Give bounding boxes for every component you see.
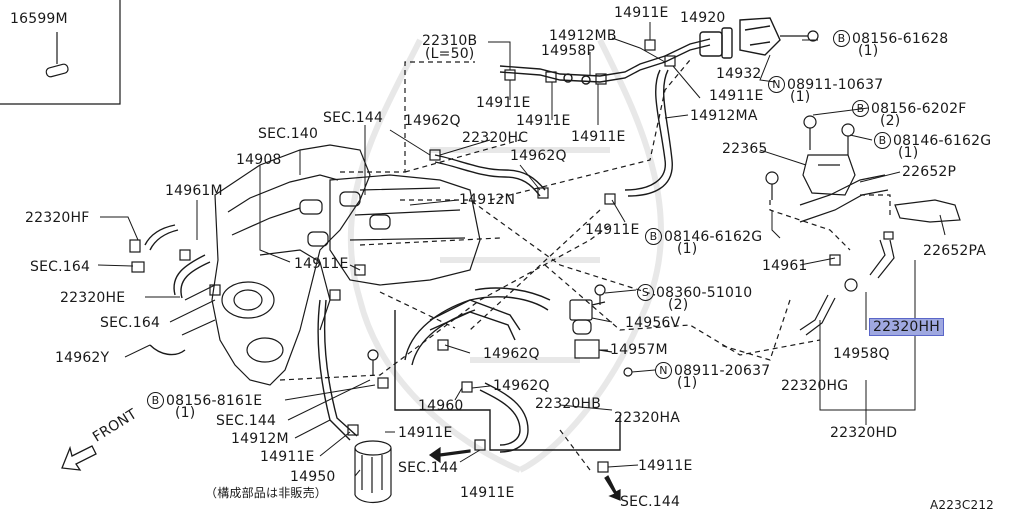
label-14908: 14908 [236, 152, 282, 168]
right-components [765, 115, 961, 336]
label-14920: 14920 [680, 10, 726, 26]
label-sec144: SEC.144 [323, 110, 384, 126]
label-qty: (1) [790, 89, 811, 105]
label-14911E: 14911E [260, 449, 315, 465]
label-14911E: 14911E [638, 458, 693, 474]
label-22320HA: 22320HA [614, 410, 681, 426]
label-14911E: 14911E [585, 222, 640, 238]
leader-lines [97, 22, 946, 477]
label-14960: 14960 [418, 398, 464, 414]
label-14961M: 14961M [165, 183, 223, 199]
label-22652P: 22652P [902, 164, 957, 180]
dashed-leaders [279, 59, 891, 471]
label-14958P: 14958P [541, 43, 596, 59]
label-22310B: 22310B [422, 33, 478, 49]
label-14911E: 14911E [614, 5, 669, 21]
label-22320HD: 22320HD [830, 425, 898, 441]
label-sec164: SEC.164 [100, 315, 161, 331]
label-14950: 14950 [290, 469, 336, 485]
label-22320HE: 22320HE [60, 290, 126, 306]
part-16599M [45, 63, 69, 78]
label-sec144: SEC.144 [398, 460, 459, 476]
label-sec164: SEC.164 [30, 259, 91, 275]
label-14956V: 14956V [625, 315, 681, 331]
hose-22320HC [434, 154, 546, 197]
sec144-arrows [428, 446, 621, 501]
b-mark: B [147, 392, 164, 409]
label-14911E: 14911E [709, 88, 764, 104]
b-mark: B [833, 30, 850, 47]
label-14961: 14961 [762, 258, 808, 274]
label-14962Q: 14962Q [493, 378, 550, 394]
label-14911E: 14911E [294, 256, 349, 272]
b-mark: B [645, 228, 662, 245]
label-14962Y: 14962Y [55, 350, 110, 366]
label-22320HB: 22320HB [535, 396, 602, 412]
watermark [347, 38, 664, 473]
label-22652PA: 22652PA [923, 243, 987, 259]
bolts [367, 30, 819, 377]
label-14911E: 14911E [476, 95, 531, 111]
label-qty: (1) [858, 43, 879, 59]
label-qty: (1) [175, 405, 196, 421]
label-qty: (2) [880, 113, 901, 129]
s-mark: S [637, 284, 654, 301]
label-22365: 22365 [722, 141, 768, 157]
label-qty: (1) [677, 375, 698, 391]
canister-14950 [354, 440, 392, 504]
label-qty: (2) [668, 297, 689, 313]
label-14911E: 14911E [571, 129, 626, 145]
label-22320HC: 22320HC [462, 130, 529, 146]
engine-outline [181, 144, 481, 386]
label-14912N: 14912N [459, 192, 516, 208]
label-14962Q: 14962Q [510, 148, 567, 164]
label-22320HF: 22320HF [25, 210, 90, 226]
valve-14956V [569, 299, 613, 359]
n-mark: N [655, 362, 672, 379]
inset-frame [0, 0, 121, 105]
label-14912MA: 14912MA [690, 108, 758, 124]
label-22320HG: 22320HG [781, 378, 849, 394]
b-mark: B [852, 100, 869, 117]
n-mark: N [768, 76, 785, 93]
label-14958Q: 14958Q [833, 346, 890, 362]
label-sec140: SEC.140 [258, 126, 319, 142]
b-mark: B [874, 132, 891, 149]
label-14911E: 14911E [516, 113, 571, 129]
label-22320HH-highlighted[interactable]: 22320HH [869, 318, 944, 336]
hose-14912M [317, 299, 358, 441]
label-14932: 14932 [716, 66, 762, 82]
hose-22320HA [394, 287, 621, 453]
label-14911E: 14911E [460, 485, 515, 501]
label-14962Q: 14962Q [483, 346, 540, 362]
hoses-left [144, 224, 211, 356]
label-16599M: 16599M [10, 11, 68, 27]
front-arrow [61, 445, 97, 471]
label-14912M: 14912M [231, 431, 289, 447]
label-sec144: SEC.144 [216, 413, 277, 429]
label-sec144: SEC.144 [620, 494, 681, 510]
label-14962Q: 14962Q [404, 113, 461, 129]
label-length: (L=50) [425, 46, 475, 62]
label-qty: (1) [898, 145, 919, 161]
label-14911E: 14911E [398, 425, 453, 441]
label-14912MB: 14912MB [549, 28, 617, 44]
hose-upper [499, 17, 781, 197]
label-jp-note: （構成部品は非販売） [205, 486, 328, 500]
label-ref-code: A223C212 [930, 498, 994, 512]
label-14957M: 14957M [610, 342, 668, 358]
label-qty: (1) [677, 241, 698, 257]
